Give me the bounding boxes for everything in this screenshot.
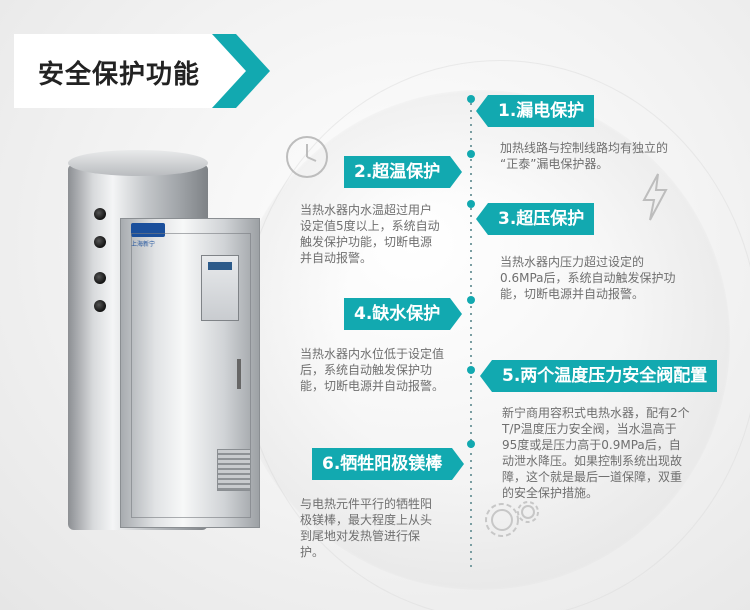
timeline-line [470, 96, 472, 568]
vent-grille [217, 449, 251, 491]
gear-icon [485, 501, 539, 537]
feature-desc-anode-rod: 与电热元件平行的牺牲阳 极镁棒，最大程度上从头 到尾地对发热管进行保 护。 [300, 497, 433, 559]
feature-desc-overpressure: 当热水器内压力超过设定的 0.6MPa后，系统自动触发保护功 能，切断电源并自动… [500, 255, 676, 301]
page-title: 安全保护功能 [38, 60, 201, 90]
lightning-icon [642, 173, 668, 221]
timeline-dot [467, 366, 475, 374]
feature-label-safety-valve: 5.两个温度压力安全阀配置 [479, 360, 718, 392]
timeline-dot [467, 440, 475, 448]
background-globe [230, 90, 730, 590]
feature-label-lowwater: 4.缺水保护 [344, 298, 463, 330]
heater-front-panel: 上海新宁 [120, 218, 260, 528]
brand-label: 上海新宁 [131, 241, 156, 248]
feature-desc-lowwater: 当热水器内水位低于设定值 后，系统自动触发保护功 能，切断电源并自动报警。 [300, 347, 445, 393]
feature-label-anode-rod: 6.牺牲阳极镁棒 [312, 448, 465, 480]
header-white-arrow [14, 34, 246, 108]
timeline-dot [467, 200, 475, 208]
feature-label-overpressure: 3.超压保护 [475, 203, 595, 235]
heater-tank-top [68, 150, 208, 176]
feature-desc-safety-valve: 新宁商用容积式电热水器，配有2个 T/P温度压力安全阀，当水温高于 95度或是压… [502, 406, 690, 500]
panel-door [131, 233, 251, 518]
water-heater-image: 上海新宁 [60, 140, 270, 540]
pipe-outlet [94, 272, 106, 284]
feature-desc-overtemp: 当热水器内水温超过用户 设定值5度以上，系统自动 触发保护功能，切断电源 并自动… [300, 203, 440, 265]
door-handle [237, 359, 241, 389]
timeline-dot [467, 150, 475, 158]
control-panel [201, 255, 239, 321]
feature-label-overtemp: 2.超温保护 [344, 156, 463, 188]
feature-label-leakage: 1.漏电保护 [475, 95, 595, 127]
pipe-outlet [94, 208, 106, 220]
clock-icon [286, 136, 328, 178]
pipe-outlet [94, 300, 106, 312]
feature-desc-leakage: 加热线路与控制线路均有独立的 “正泰”漏电保护器。 [500, 141, 669, 171]
timeline-dot [467, 296, 475, 304]
section-header: 安全保护功能 [14, 34, 270, 108]
pipe-outlet [94, 236, 106, 248]
timeline-dot [467, 95, 475, 103]
